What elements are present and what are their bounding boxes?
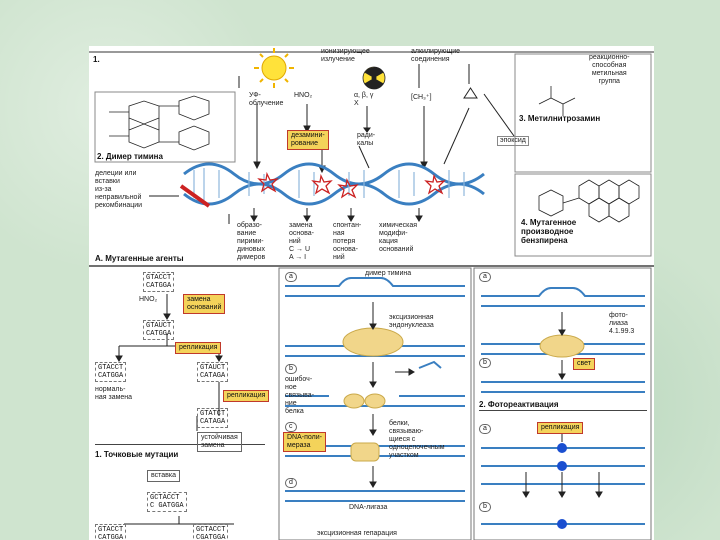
endonuclease-label: эксцизионная эндонуклеаза — [389, 314, 434, 330]
recombination-label: делеции или вставки из-за неправильной р… — [95, 170, 142, 210]
photo-divider — [479, 410, 647, 411]
radiation-icon — [363, 66, 385, 89]
stable-label: устойчивая замена — [197, 432, 242, 452]
excised-fragment — [419, 362, 441, 368]
photo-step-b2: b — [479, 502, 491, 512]
panel-methylnitrosamine — [515, 54, 651, 172]
radiation-types-label: α, β, γ X — [354, 92, 373, 108]
ss-binding-protein — [344, 394, 364, 408]
figure-number: 1. — [93, 55, 100, 64]
methylating-group-label: реакционно- способная метильная группа — [589, 54, 630, 86]
section-a-title: А. Мутагенные агенты — [95, 254, 184, 263]
lesion-dot — [557, 443, 567, 453]
deamination-box: дезамини- рование — [287, 130, 329, 150]
dna-double-helix — [181, 164, 484, 206]
replication-box-2: репликация — [223, 390, 269, 402]
normal-label: нормаль- ная замена — [95, 386, 132, 402]
step-c: c — [285, 422, 297, 432]
seq-insertion: GCTACCT C GATGGA — [147, 492, 187, 512]
seq-mutated: GTAUCT CATGGA — [143, 320, 174, 340]
benzopyrene-structure — [539, 180, 639, 222]
incorrect-binding-label: ошибоч- ное связыва- ние белка — [285, 376, 314, 416]
polymerase-enzyme — [351, 443, 379, 461]
alkylating-label: алкилирующие соединения — [411, 48, 460, 64]
hno2-pm-label: HNO₂ — [139, 296, 157, 304]
polymerase-box: DNA-поли- мераза — [283, 432, 326, 452]
light-box: свет — [573, 358, 595, 370]
photo-step-b: b — [479, 358, 491, 368]
figure-panel: 1. УФ- облучение HNO₂ ионизирующее излуч… — [89, 46, 654, 540]
photoreactivation-title: 2. Фотореактивация — [479, 400, 559, 409]
thymine-dimer-title: 2. Димер тимина — [97, 152, 163, 161]
ligase-label: DNA-лигаза — [349, 504, 387, 512]
seq-start: GTACCT CATGGA — [143, 272, 174, 292]
effect-base-loss: спонтан- ная потеря основа- ний — [333, 222, 361, 262]
lesion-dot — [557, 519, 567, 529]
thymine-dimer-structure — [109, 96, 209, 150]
photolyase-enzyme — [540, 335, 584, 357]
endonuclease-enzyme — [343, 328, 403, 356]
replacement-box: замена оснований — [183, 294, 225, 314]
photolyase-label: фото- лиаза 4.1.99.3 — [609, 312, 634, 336]
ss-protein-label: белки, связываю- щиеся с одноцепочечным … — [389, 420, 445, 460]
seq-bottom-left: GTACCT CATGGA — [95, 524, 126, 540]
effect-arrows — [149, 196, 422, 224]
effect-chemical-modification: химическая модифи- кация оснований — [379, 222, 417, 254]
point-mutations-title: 1. Точковые мутации — [95, 450, 178, 459]
dimer-label: димер тимина — [365, 270, 411, 278]
replication-box-photo: репликация — [537, 422, 583, 434]
excision-bottom-label: эксцизионная reпарация — [317, 530, 397, 538]
benzopyrene-title: 4. Мутагенное производное бензпирена — [521, 218, 576, 245]
step-b: b — [285, 364, 297, 374]
methylnitrosamine-structure — [539, 86, 575, 116]
lesion-dot — [557, 461, 567, 471]
seq-final: GTATCT CATAGA — [197, 408, 228, 428]
step-d: d — [285, 478, 297, 488]
photo-step-a: a — [479, 272, 491, 282]
damage-star — [313, 176, 331, 193]
radicals-label: ради- калы — [357, 132, 375, 148]
insertion-label: вставка — [147, 470, 180, 482]
seq-bottom-right: GCTACCT CGATGGA — [193, 524, 228, 540]
epoxide-label: эпоксид — [497, 136, 529, 146]
photo-step-a2: a — [479, 424, 491, 434]
hno2-label: HNO₂ — [294, 92, 312, 100]
sun-icon — [254, 48, 294, 88]
epoxide-ring — [464, 88, 477, 98]
ch3-label: [CH₃⁺] — [411, 94, 432, 102]
uv-label: УФ- облучение — [249, 92, 283, 108]
ionizing-label: ионизирующее излучение — [321, 48, 370, 64]
replication-box-1: репликация — [175, 342, 221, 354]
effect-substitution: замена основа- ний C → U A → I — [289, 222, 314, 262]
seq-left: GTACCT CATGGA — [95, 362, 126, 382]
methylnitrosamine-title: 3. Метилнитрозамин — [519, 114, 600, 123]
ss-binding-protein — [365, 394, 385, 408]
step-a: a — [285, 272, 297, 282]
effect-dimers: образо- вание пирими- диновых димеров — [237, 222, 265, 262]
seq-right: GTAUCT CATAGA — [197, 362, 228, 382]
